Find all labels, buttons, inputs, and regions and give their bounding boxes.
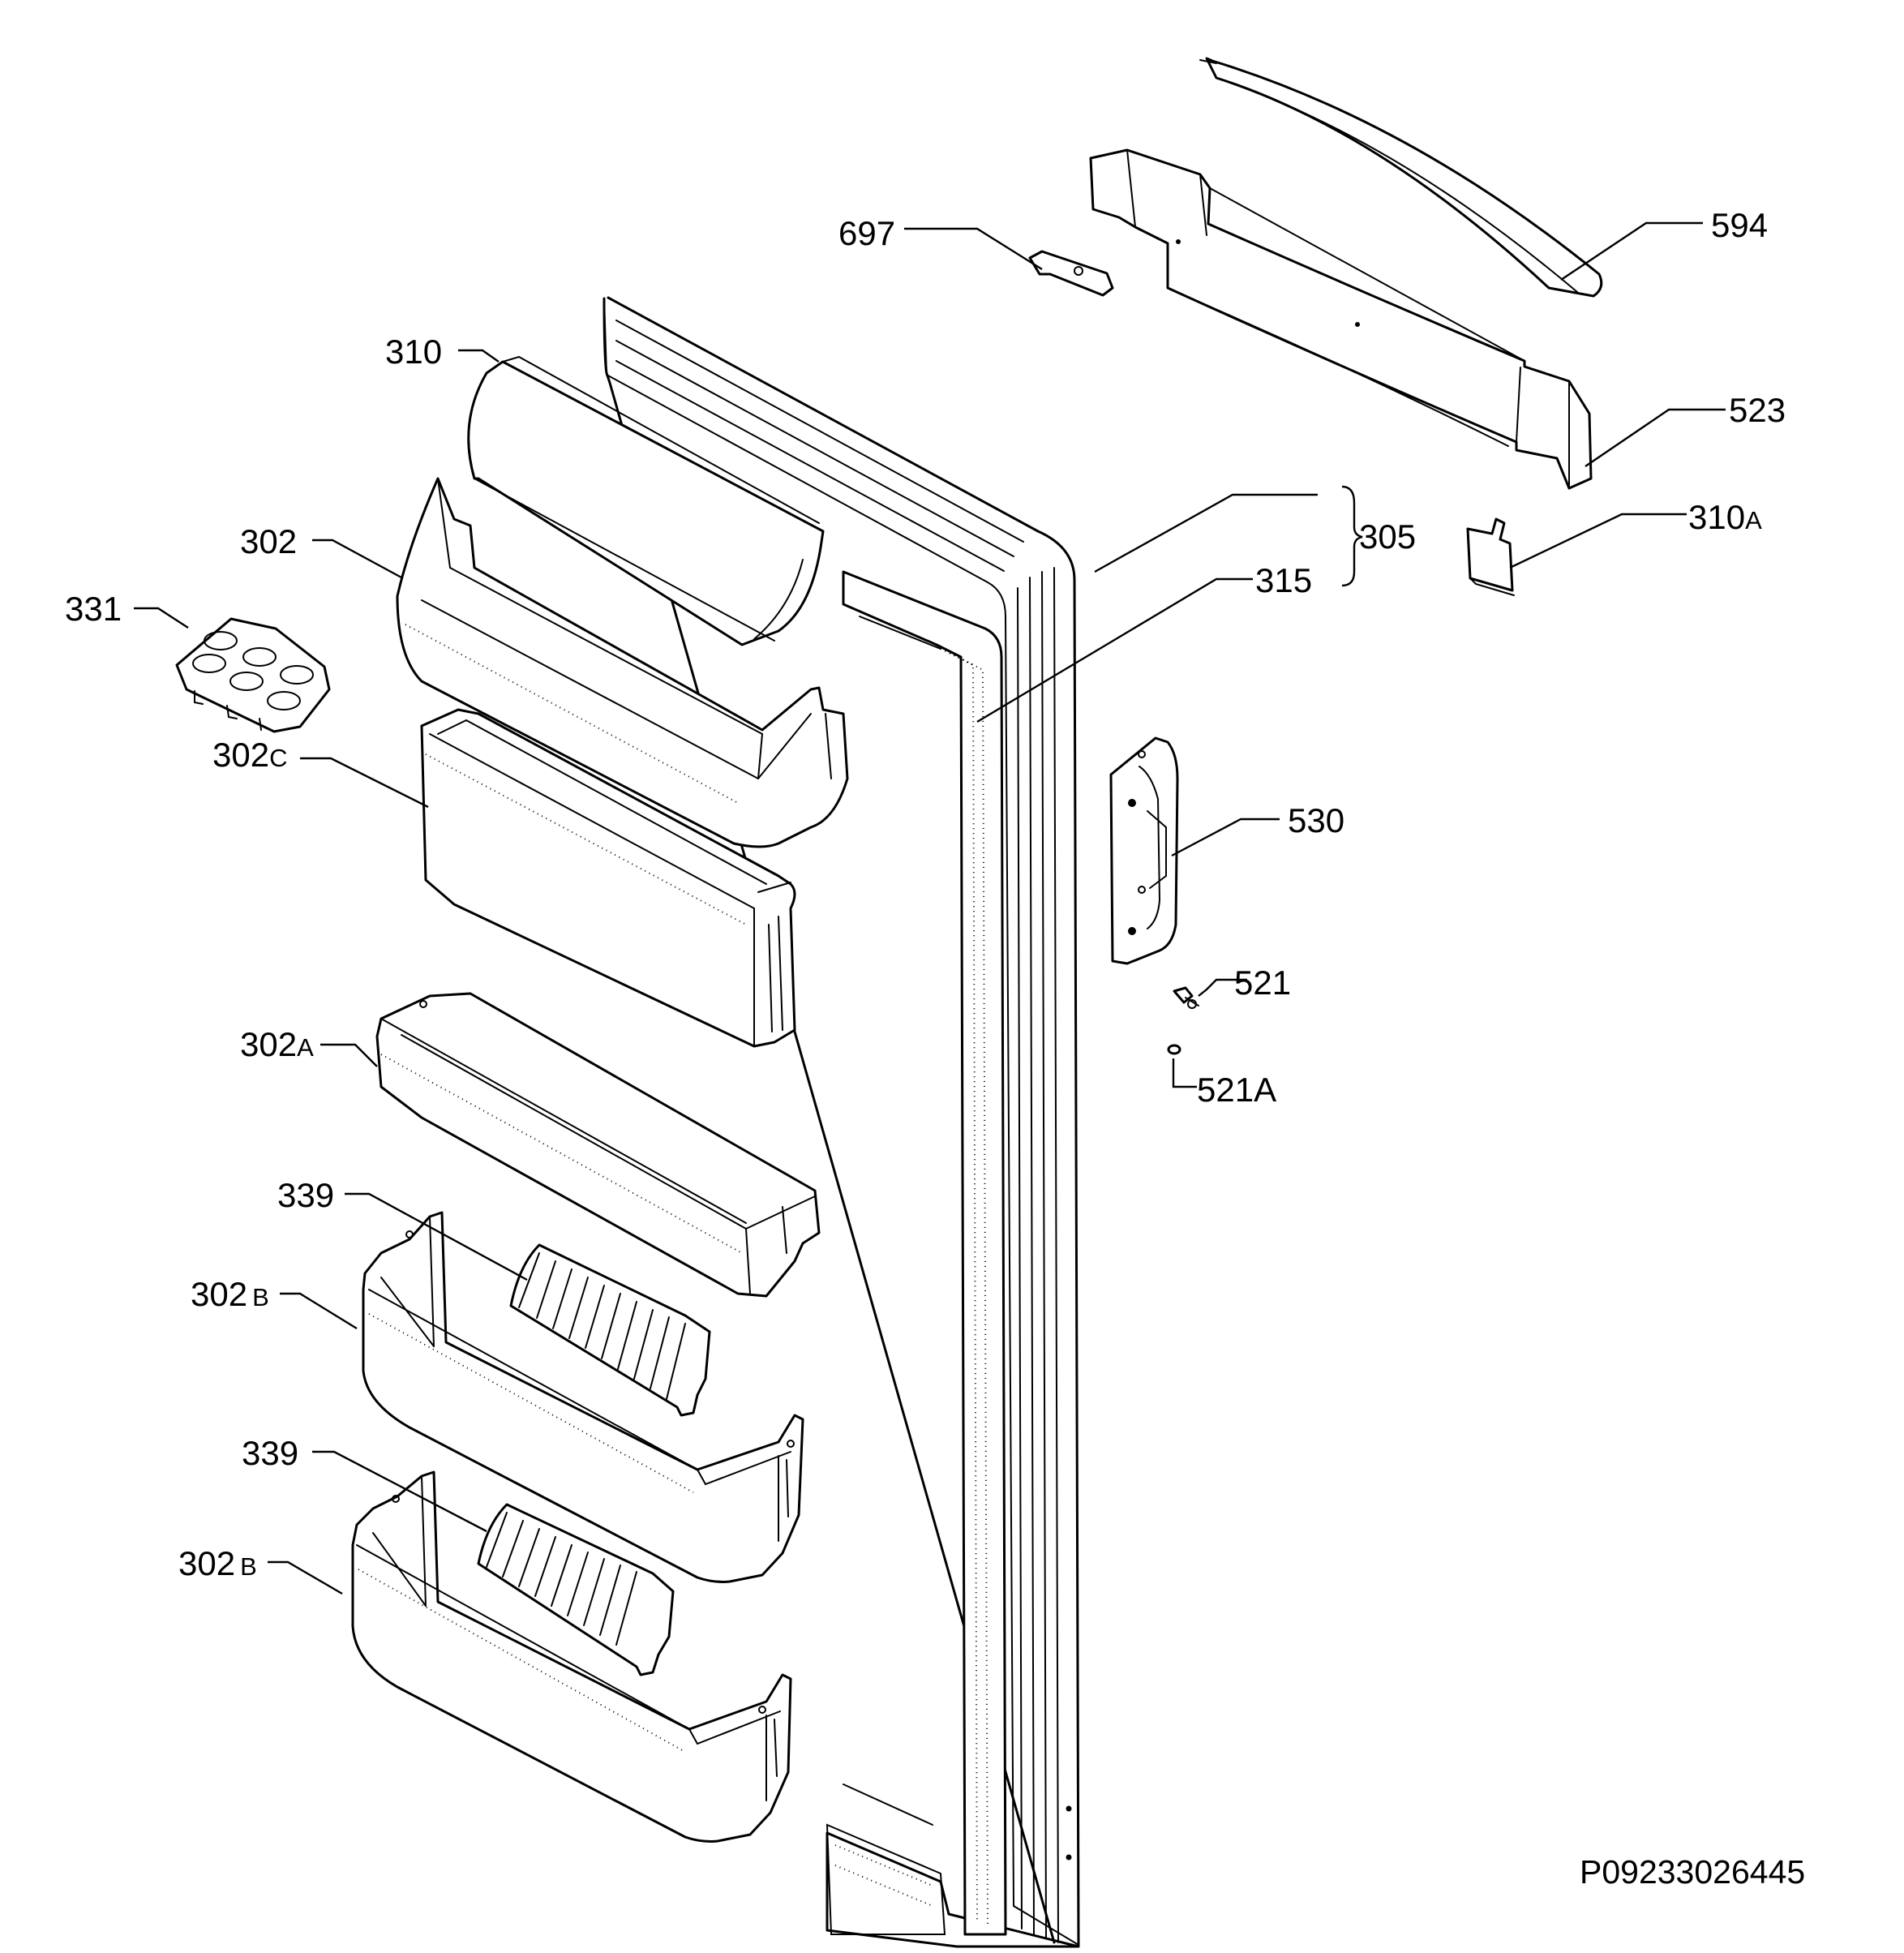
door-bin-302b-bottom xyxy=(351,1470,792,1843)
label-302b-bottom-suffix: B xyxy=(240,1552,257,1581)
label-302a-suffix: A xyxy=(297,1033,314,1062)
label-310a: 310A xyxy=(1688,498,1762,536)
door-gasket xyxy=(825,570,1072,1936)
diagram-reference-code: P09233026445 xyxy=(1580,1853,1805,1891)
label-302c-number: 302 xyxy=(212,736,269,774)
label-315: 315 xyxy=(1255,561,1312,599)
label-302: 302 xyxy=(240,522,297,560)
label-302c: 302C xyxy=(212,736,287,774)
door-handle-530 xyxy=(1109,736,1179,965)
label-310a-suffix: A xyxy=(1745,506,1762,534)
top-hinge-cover-523 xyxy=(1089,148,1593,490)
label-310: 310 xyxy=(385,333,442,371)
label-594: 594 xyxy=(1711,206,1768,244)
label-302b-bottom-number: 302 xyxy=(178,1544,235,1582)
label-530: 530 xyxy=(1288,801,1344,839)
dairy-cover-302c xyxy=(420,708,796,1048)
door-bin-302b-top xyxy=(362,1211,804,1583)
label-302b-top-suffix: B xyxy=(252,1283,269,1311)
screw-521 xyxy=(1173,986,1199,1009)
egg-tray-331 xyxy=(175,617,331,733)
label-697: 697 xyxy=(838,214,895,252)
dairy-flap-310 xyxy=(467,355,825,646)
hinge-part-310a xyxy=(1466,517,1515,596)
label-302a: 302A xyxy=(240,1025,314,1063)
leader-lines xyxy=(134,221,1726,1595)
dairy-shelf-302 xyxy=(396,477,849,848)
label-302b-top-number: 302 xyxy=(191,1275,247,1313)
label-302a-number: 302 xyxy=(240,1025,297,1063)
part-labels: 594 697 523 310 310A 305 315 302 331 302… xyxy=(65,206,1805,1891)
label-339-bottom: 339 xyxy=(242,1434,298,1472)
label-521: 521 xyxy=(1234,964,1291,1002)
label-310a-number: 310 xyxy=(1688,498,1745,536)
label-305: 305 xyxy=(1359,517,1416,556)
washer-521a xyxy=(1167,1044,1181,1055)
bottle-divider-339-bottom xyxy=(477,1503,675,1676)
bottle-divider-339-top xyxy=(509,1243,711,1417)
label-302c-suffix: C xyxy=(269,744,287,772)
hinge-bracket-697 xyxy=(1028,250,1114,297)
label-339-top: 339 xyxy=(277,1176,334,1214)
label-521a: 521A xyxy=(1197,1071,1276,1109)
label-523: 523 xyxy=(1729,391,1786,429)
bottle-shelf-302a xyxy=(375,992,821,1298)
label-331: 331 xyxy=(65,590,122,628)
top-cover-trim-594 xyxy=(1199,57,1603,298)
